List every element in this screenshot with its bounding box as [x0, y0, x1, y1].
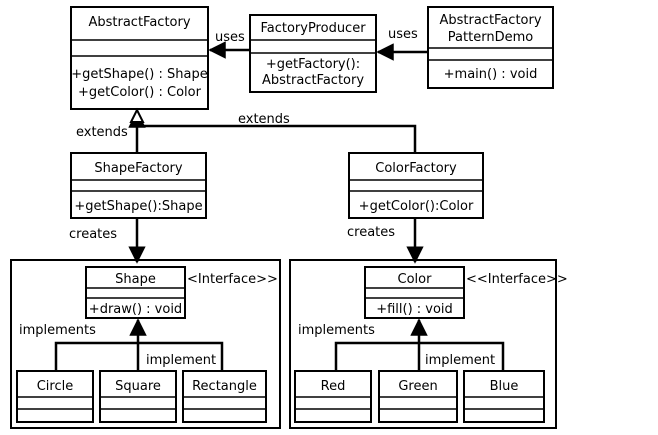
class-name: Square — [115, 379, 161, 394]
class-abstract-factory: AbstractFactory +getShape() : Shape +get… — [70, 6, 209, 110]
method: +getShape():Shape — [74, 199, 202, 214]
relation-label: extends — [76, 125, 128, 140]
method: +draw() : void — [89, 302, 182, 317]
method: +fill() : void — [376, 302, 453, 317]
class-name: ColorFactory — [375, 161, 457, 176]
relation-label: uses — [215, 30, 245, 45]
stereotype-label: <Interface>> — [187, 272, 278, 287]
method: +getColor():Color — [359, 199, 474, 214]
class-shape-factory: ShapeFactory +getShape():Shape — [70, 152, 207, 219]
class-red: Red — [294, 370, 372, 423]
class-color-interface: Color +fill() : void — [364, 266, 465, 319]
class-rectangle: Rectangle — [182, 370, 267, 423]
relation-label: implements — [298, 323, 375, 338]
relation-label: creates — [69, 227, 117, 242]
inherit-arrowhead-abstract — [129, 107, 145, 123]
class-name: Color — [398, 272, 433, 287]
class-name: Blue — [490, 379, 519, 394]
class-name: PatternDemo — [448, 30, 533, 45]
extends-edge-color — [137, 124, 417, 153]
relation-label: creates — [347, 225, 395, 240]
method: +getFactory(): — [266, 57, 360, 72]
relation-label: implements — [19, 323, 96, 338]
class-name: FactoryProducer — [260, 21, 366, 36]
class-name: Red — [321, 379, 346, 394]
relation-label: uses — [388, 27, 418, 42]
class-square: Square — [99, 370, 177, 423]
class-pattern-demo: AbstractFactory PatternDemo +main() : vo… — [427, 6, 554, 89]
method: +getColor() : Color — [78, 85, 202, 100]
method: AbstractFactory — [262, 73, 364, 88]
method: +main() : void — [444, 67, 538, 82]
stereotype-label: <<Interface>> — [466, 272, 568, 287]
class-name: Rectangle — [192, 379, 257, 394]
class-blue: Blue — [463, 370, 545, 423]
relation-label: implement — [146, 353, 216, 368]
class-shape-interface: Shape +draw() : void — [85, 266, 186, 319]
relation-label: extends — [238, 112, 290, 127]
class-green: Green — [378, 370, 458, 423]
class-name: AbstractFactory — [439, 13, 541, 28]
class-circle: Circle — [16, 370, 94, 423]
class-color-factory: ColorFactory +getColor():Color — [348, 152, 484, 219]
relation-label: implement — [425, 353, 495, 368]
class-factory-producer: FactoryProducer +getFactory(): AbstractF… — [249, 14, 377, 93]
class-name: AbstractFactory — [88, 15, 190, 30]
class-name: Green — [398, 379, 437, 394]
method: +getShape() : Shape — [71, 67, 207, 82]
class-name: ShapeFactory — [94, 161, 183, 176]
class-name: Shape — [115, 272, 156, 287]
class-name: Circle — [37, 379, 74, 394]
